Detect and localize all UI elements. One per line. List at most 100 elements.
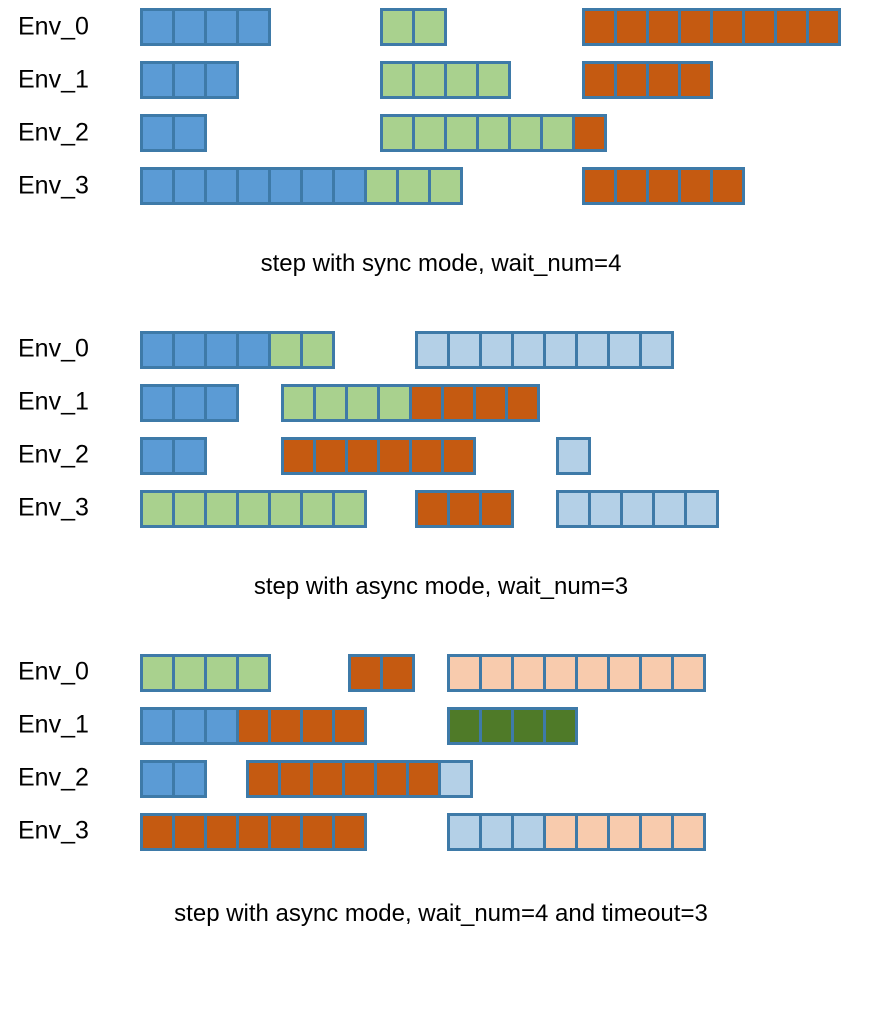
step-cell-green [415, 117, 444, 149]
step-cell-blue [143, 386, 172, 419]
timeline-row: Env_2 [0, 106, 882, 159]
step-cell-lightblue [514, 815, 544, 848]
step-cell-green [143, 492, 172, 525]
step-group [140, 114, 207, 152]
step-cell-orange [280, 762, 310, 795]
panel-caption: step with async mode, wait_num=4 and tim… [174, 899, 708, 927]
step-cell-blue [207, 64, 236, 96]
step-cell-blue [175, 386, 204, 419]
step-cell-blue [239, 170, 268, 202]
step-cell-orange [776, 11, 806, 43]
step-cell-blue [175, 117, 204, 149]
step-cell-blue [207, 333, 236, 366]
step-cell-lightblue [642, 333, 672, 366]
step-group [447, 706, 579, 745]
timeline-row: Env_1 [0, 53, 882, 106]
step-cell-orange [648, 11, 678, 43]
step-cell-green [303, 492, 332, 525]
step-cell-orange [376, 762, 406, 795]
step-group [380, 61, 511, 99]
step-cell-lightblue [482, 815, 512, 848]
step-group [581, 167, 745, 205]
step-cell-green [335, 492, 364, 525]
panel-caption: step with sync mode, wait_num=4 [260, 250, 622, 277]
step-cell-orange [335, 709, 364, 742]
row-label-env_1: Env_1 [18, 65, 89, 93]
step-cell-blue [175, 439, 204, 472]
step-group [348, 653, 415, 692]
row-track [0, 429, 882, 482]
step-cell-darkgreen [514, 709, 544, 742]
step-group [581, 61, 713, 99]
step-cell-orange [744, 11, 774, 43]
step-group [380, 114, 607, 152]
step-cell-orange [351, 656, 380, 689]
step-cell-orange [680, 64, 710, 96]
step-cell-blue [175, 762, 204, 795]
timeline-row: Env_3 [0, 482, 882, 535]
step-group [140, 61, 239, 99]
step-cell-orange [616, 170, 646, 202]
row-track [0, 752, 882, 805]
step-cell-orange [443, 386, 473, 419]
step-cell-orange [648, 64, 678, 96]
step-cell-green [239, 492, 268, 525]
step-cell-orange [584, 11, 614, 43]
step-cell-blue [175, 64, 204, 96]
step-group [140, 706, 367, 745]
timeline-row: Env_3 [0, 159, 882, 212]
step-group [140, 383, 239, 422]
step-cell-green [479, 117, 508, 149]
row-track [0, 0, 882, 53]
step-group [140, 812, 367, 851]
timeline-row: Env_2 [0, 752, 882, 805]
row-track [0, 53, 882, 106]
step-cell-green [207, 656, 236, 689]
step-cell-orange [303, 709, 332, 742]
step-cell-lightblue [440, 762, 470, 795]
step-group [581, 8, 841, 46]
step-cell-lightblue [591, 492, 620, 525]
step-cell-orange [312, 762, 342, 795]
step-cell-orange [283, 439, 313, 472]
step-cell-orange [303, 815, 332, 848]
step-group [140, 489, 367, 528]
step-cell-blue [207, 11, 236, 43]
step-cell-green [239, 656, 268, 689]
step-group [280, 436, 476, 475]
step-cell-orange [271, 815, 300, 848]
step-cell-green [431, 170, 460, 202]
step-cell-peach [578, 815, 608, 848]
step-cell-green [367, 170, 396, 202]
row-label-env_3: Env_3 [18, 493, 89, 522]
step-cell-lightblue [610, 333, 640, 366]
step-cell-orange [575, 117, 604, 149]
step-cell-peach [610, 815, 640, 848]
timeline-row: Env_2 [0, 429, 882, 482]
step-cell-orange [712, 170, 742, 202]
step-cell-blue [175, 11, 204, 43]
step-cell-blue [239, 11, 268, 43]
step-cell-green [347, 386, 377, 419]
panel-caption: step with async mode, wait_num=3 [253, 572, 629, 600]
step-cell-green [303, 333, 332, 366]
row-label-env_2: Env_2 [18, 440, 89, 469]
step-cell-peach [674, 815, 704, 848]
step-cell-lightblue [559, 439, 588, 472]
row-label-env_3: Env_3 [18, 816, 89, 845]
timeline-row: Env_1 [0, 376, 882, 429]
step-group [140, 167, 463, 205]
row-label-env_0: Env_0 [18, 334, 89, 363]
step-group [245, 759, 473, 798]
step-cell-blue [143, 170, 172, 202]
step-cell-green [271, 333, 300, 366]
step-cell-orange [616, 11, 646, 43]
row-label-env_2: Env_2 [18, 763, 89, 792]
step-cell-lightblue [418, 333, 448, 366]
step-cell-green [383, 11, 412, 43]
step-cell-orange [808, 11, 838, 43]
timeline-row: Env_1 [0, 699, 882, 752]
step-cell-green [271, 492, 300, 525]
step-cell-peach [546, 656, 576, 689]
